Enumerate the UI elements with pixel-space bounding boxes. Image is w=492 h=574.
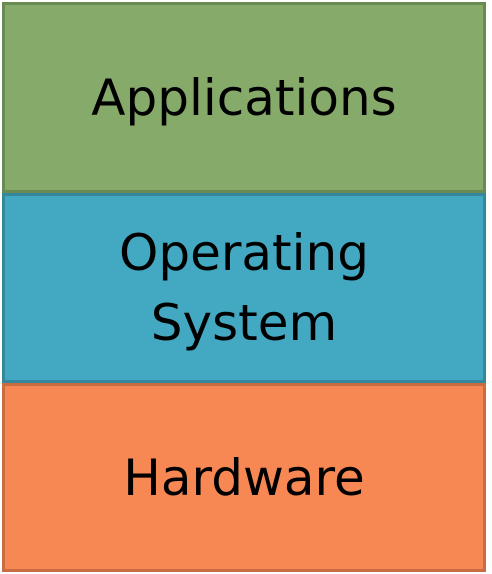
hardware-layer-label: Hardware	[123, 448, 365, 507]
applications-layer-label: Applications	[91, 68, 397, 127]
hardware-layer: Hardware	[2, 383, 486, 572]
operating-system-layer: Operating System	[2, 193, 486, 383]
operating-system-layer-label: Operating System	[119, 224, 369, 352]
applications-layer: Applications	[2, 2, 486, 193]
